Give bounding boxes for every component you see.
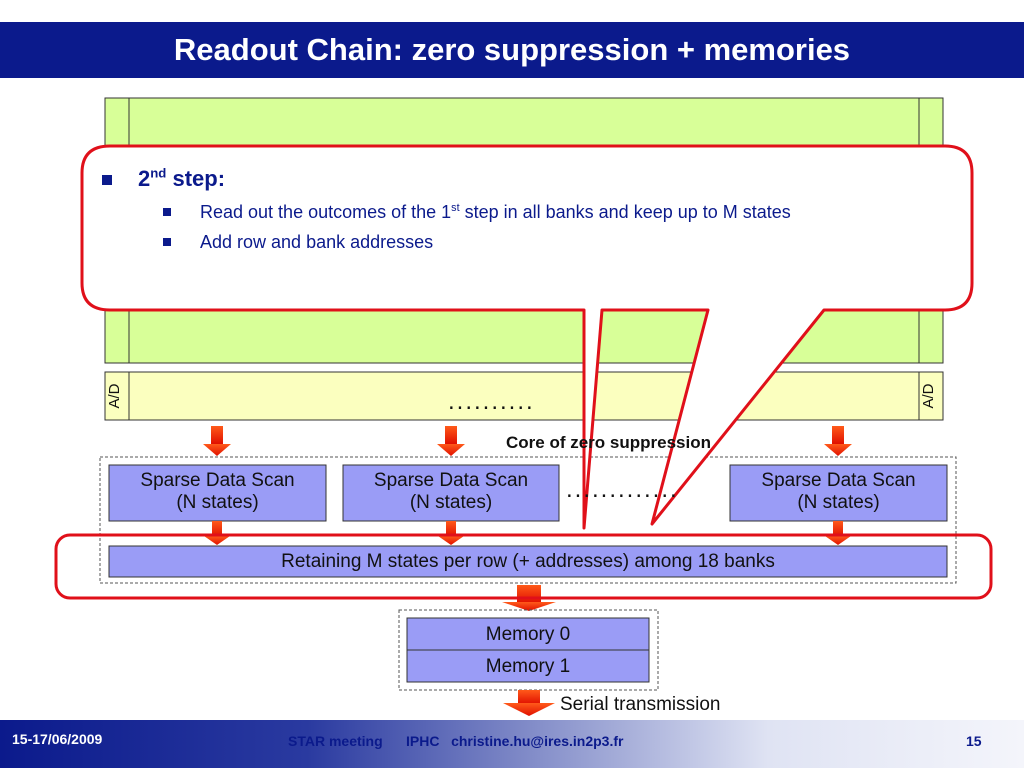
arrow-sds-to-retain-2 — [438, 521, 464, 545]
arrow-adc-to-sds-2 — [437, 426, 465, 456]
footer-page-number: 15 — [966, 733, 982, 749]
memory-0-label: Memory 0 — [485, 624, 571, 645]
footer-meeting: STAR meeting IPHC christine.hu@ires.in2p… — [288, 733, 624, 749]
sds-1-line2: (N states) — [176, 492, 259, 513]
core-label: Core of zero suppression — [506, 433, 711, 452]
step-word: step: — [166, 166, 226, 191]
sds-2-label: Sparse Data Scan (N states) — [343, 470, 559, 514]
sds-3-line1: Sparse Data Scan — [761, 470, 916, 491]
adc-strip — [104, 371, 944, 421]
sparse-data-scan-2 — [342, 464, 560, 522]
callout-bubble — [80, 144, 974, 530]
memory-group — [398, 609, 659, 691]
sds-1-label: Sparse Data Scan (N states) — [109, 470, 326, 514]
sds-2-line2: (N states) — [409, 492, 493, 513]
arrow-adc-to-sds-3 — [824, 426, 852, 456]
memory-1-label: Memory 1 — [485, 656, 571, 677]
step-suffix: nd — [150, 165, 167, 181]
serial-transmission-label: Serial transmission — [560, 694, 721, 715]
arrow-serial-out — [503, 690, 555, 716]
step-item-2: Add row and bank addresses — [100, 231, 960, 253]
footer-date: 15-17/06/2009 — [12, 731, 103, 747]
footer-bar — [0, 720, 1024, 768]
memory-1-box — [406, 649, 650, 683]
step-item-1-part-b: step in all banks and keep up to M state… — [459, 202, 791, 222]
sds-1-line1: Sparse Data Scan — [140, 470, 295, 491]
sds-3-line2: (N states) — [797, 492, 880, 513]
retain-box — [108, 545, 948, 578]
sds-2-line1: Sparse Data Scan — [373, 470, 529, 491]
adc-right-label: A/D — [920, 383, 937, 409]
sds-3-label: Sparse Data Scan (N states) — [730, 470, 947, 514]
arrow-sds-to-retain-1 — [204, 521, 230, 545]
step-item-1-part-a: Read out the outcomes of the 1 — [200, 202, 452, 222]
zero-suppression-core — [99, 456, 957, 584]
retain-label: Retaining M states per row (+ addresses)… — [281, 551, 775, 572]
dots-sds: ............. — [566, 476, 679, 503]
step-heading: 2nd step: — [100, 165, 960, 193]
slide-title: Readout Chain: zero suppression + memori… — [173, 32, 851, 67]
title-bar — [0, 22, 1024, 78]
callout-content: 2nd step: Read out the outcomes of the 1… — [100, 165, 960, 253]
step-item-1-sup: st — [451, 202, 460, 214]
sparse-data-scan-1 — [108, 464, 327, 522]
arrow-adc-to-sds-1 — [203, 426, 231, 456]
dots-adc: .......... — [448, 388, 535, 415]
sparse-data-scan-3 — [729, 464, 948, 522]
arrow-sds-to-retain-3 — [825, 521, 851, 545]
adc-left-label: A/D — [106, 383, 123, 409]
step-item-1: Read out the outcomes of the 1st step in… — [100, 201, 960, 223]
step-number: 2 — [138, 166, 151, 191]
retain-highlight — [54, 533, 993, 600]
